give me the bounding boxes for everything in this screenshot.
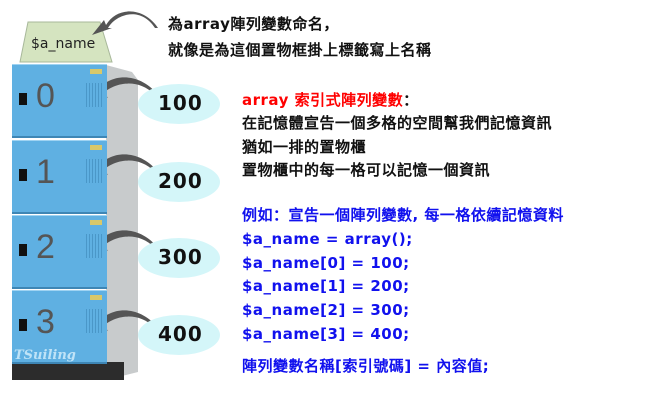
drawer-index: 1 [36,153,55,191]
code-line: $a_name = array(); [242,230,413,248]
drawer-index: 0 [36,77,55,115]
name-tag [19,21,113,63]
locker-base [12,362,124,380]
example-heading: 例如：宣告一個陣列變數, 每一格依續記憶資料 [242,206,564,224]
syntax-line: 陣列變數名稱[索引號碼] = 內容值; [242,357,490,375]
explain-line: 猶如一排的置物櫃 [242,138,367,156]
lock-icon [19,244,27,256]
value-bubble [138,162,220,202]
value-bubble [138,238,220,278]
value-1: 200 [158,169,203,193]
badge-icon [90,220,102,225]
tag-arrow-icon [92,11,158,35]
drawer-index: 3 [36,303,55,341]
locker-drawer-3: 3 [12,290,107,364]
value-2: 300 [158,245,203,269]
caption-line-2: 就像是為這個置物框掛上標籤寫上名稱 [168,41,432,59]
name-tag-label: $a_name [31,36,96,52]
vent-icon [86,83,102,107]
lock-icon [19,93,27,105]
vent-icon [86,309,102,333]
locker-drawer-2: 2 [12,215,107,289]
value-bubble [138,84,220,124]
code-line: $a_name[2] = 300; [242,301,410,319]
caption-line-1: 為array陣列變數命名， [168,15,339,33]
badge-icon [90,145,102,150]
brand-logo: TSuiling [14,348,76,363]
explain-title-text: array 索引式陣列變數 [242,91,404,109]
value-bubble [138,315,220,355]
drawer-index: 2 [36,228,55,266]
locker-drawer-0: 0 [12,64,107,138]
lock-icon [19,319,27,331]
explain-line: 在記憶體宣告一個多格的空間幫我們記憶資訊 [242,114,553,132]
badge-icon [90,295,102,300]
locker-drawer-1: 1 [12,140,107,214]
value-0: 100 [158,91,203,115]
code-line: $a_name[0] = 100; [242,254,410,272]
explain-title: array 索引式陣列變數： [242,90,419,110]
explain-colon: ： [403,91,419,109]
lock-icon [19,169,27,181]
vent-icon [86,234,102,258]
value-3: 400 [158,322,203,346]
code-line: $a_name[3] = 400; [242,325,410,343]
locker-side [106,65,138,380]
badge-icon [90,69,102,74]
code-line: $a_name[1] = 200; [242,277,410,295]
vent-icon [86,159,102,183]
explain-line: 置物櫃中的每一格可以記憶一個資訊 [242,161,491,179]
